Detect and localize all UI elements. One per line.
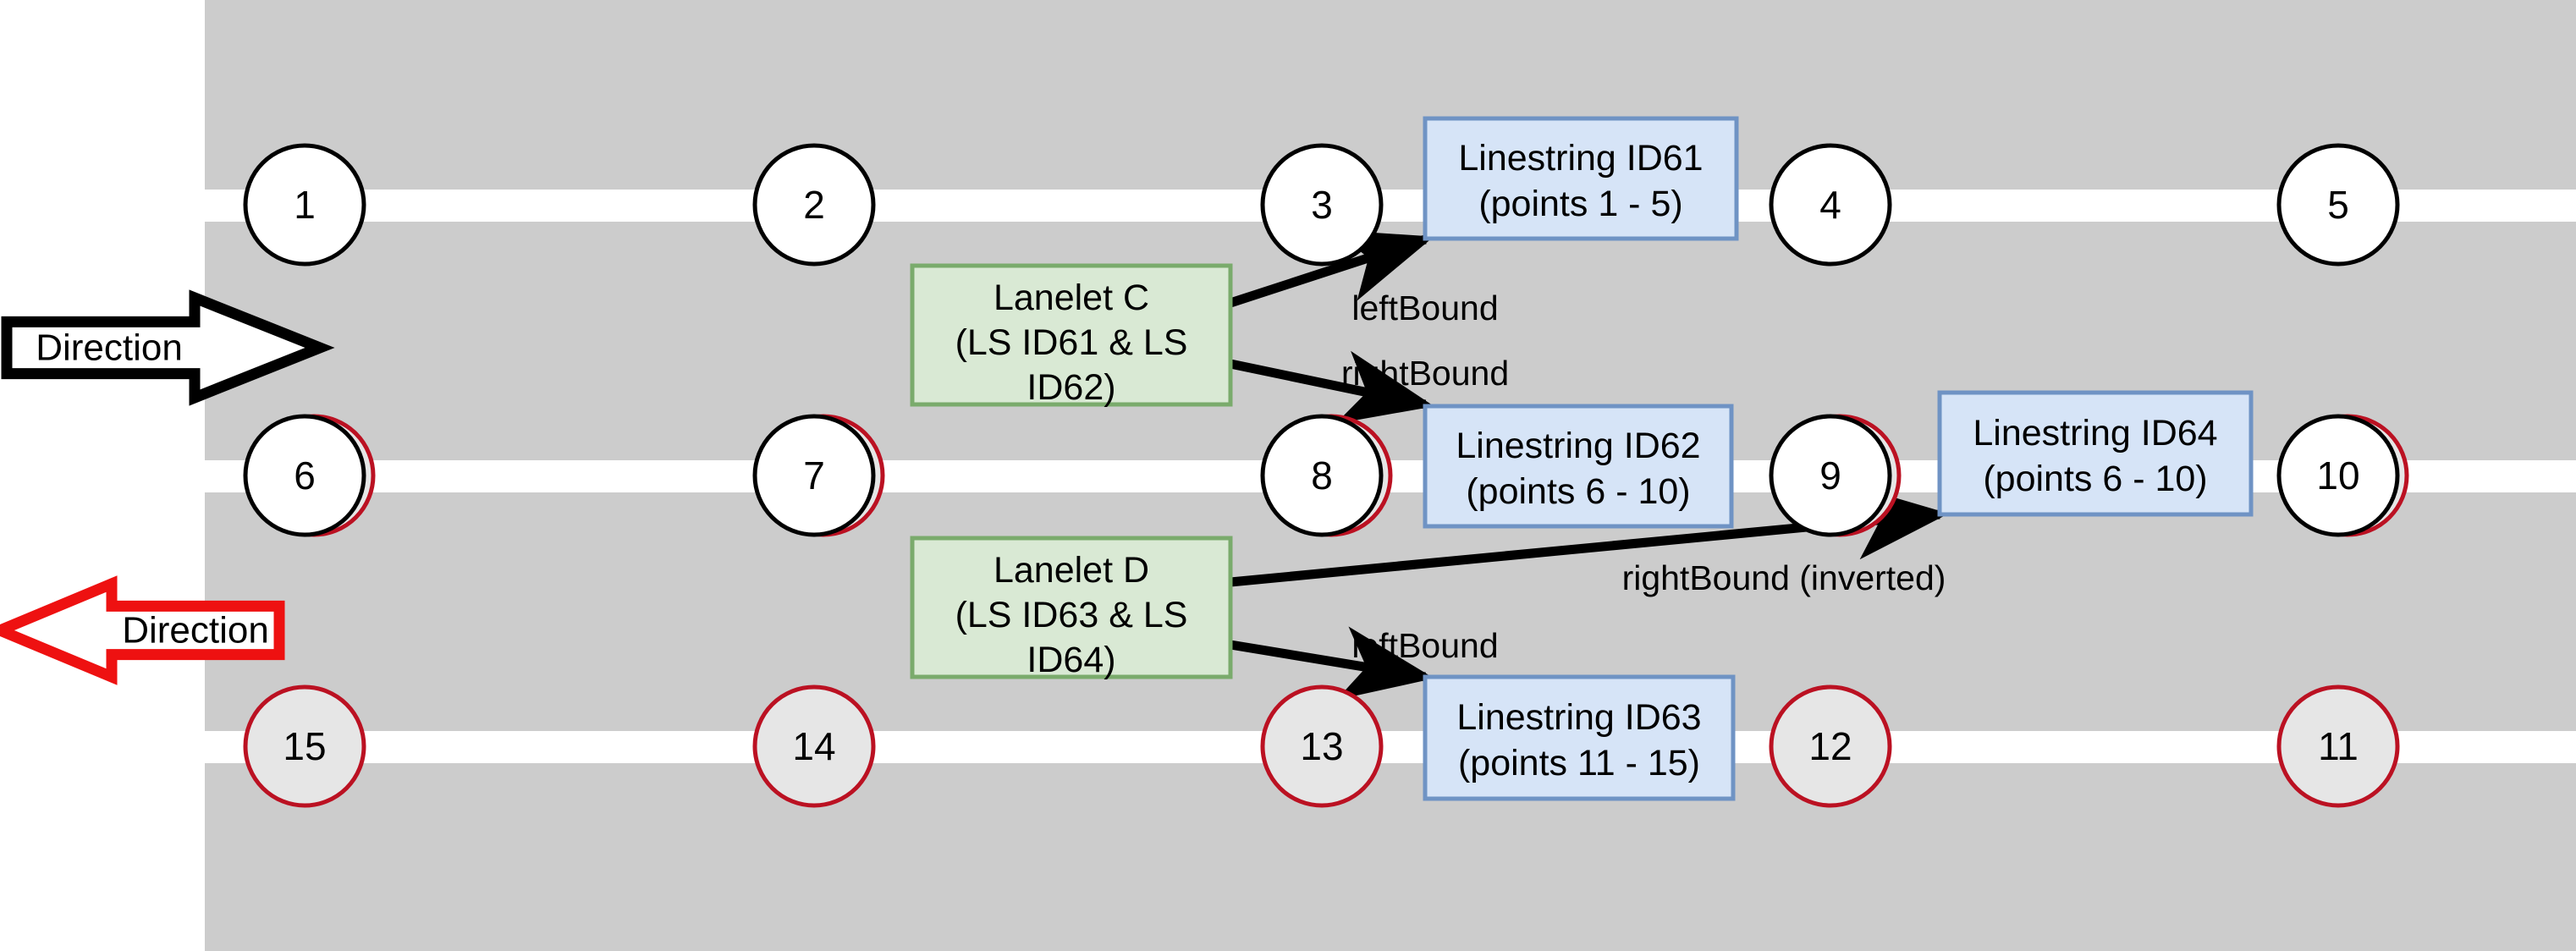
lanelet-box-d-line2: (LS ID63 & LS — [955, 595, 1188, 635]
node-circle-red — [243, 684, 366, 808]
lanelet-box-d-line1: Lanelet D — [994, 550, 1149, 591]
node-10: 10 — [2276, 414, 2409, 537]
lanelet-box-c-line2: (LS ID61 & LS — [955, 322, 1188, 363]
linestring-box-id64: Linestring ID64 (points 6 - 10) — [1937, 390, 2254, 517]
node-label: 5 — [2327, 183, 2349, 227]
node-label: 14 — [792, 724, 835, 768]
node-circle-black — [1769, 414, 1892, 537]
direction-arrow-forward-shape — [1, 289, 335, 406]
edge-lanelet-c-leftbound — [1229, 229, 1434, 308]
node-15: 15 — [243, 684, 366, 808]
edge-lanelet-d-rightbound-inverted-label: rightBound (inverted) — [1622, 558, 1946, 597]
node-circle-black — [1260, 414, 1384, 537]
node-6: 6 — [243, 414, 376, 537]
node-4: 4 — [1769, 143, 1892, 267]
linestring-box-id63-subtitle: (points 11 - 15) — [1458, 743, 1700, 783]
lanelet-box-c-line3: ID62) — [1027, 367, 1115, 408]
node-circle-red — [752, 684, 876, 808]
node-label: 6 — [294, 454, 316, 497]
edge-lanelet-c-rightbound — [1229, 350, 1434, 424]
node-label: 11 — [2318, 724, 2359, 768]
linestring-box-id61: Linestring ID61 (points 1 - 5) — [1423, 116, 1739, 241]
linestring-box-id62: Linestring ID62 (points 6 - 10) — [1423, 404, 1734, 529]
lanelet-box-c-rect — [910, 263, 1233, 407]
node-circle-black — [243, 143, 366, 267]
linestring-box-id61-title: Linestring ID61 — [1458, 138, 1703, 179]
linestring-box-id62-rect — [1423, 404, 1734, 529]
lanelet-box-d-rect — [910, 536, 1233, 679]
node-14: 14 — [752, 684, 876, 808]
node-circle-black — [752, 143, 876, 267]
edge-lanelet-d-leftbound-label: leftBound — [1351, 626, 1498, 665]
linestring-box-id64-rect — [1937, 390, 2254, 517]
node-2: 2 — [752, 143, 876, 267]
lane-stripe-bottom — [205, 731, 2576, 763]
linestring-box-id62-subtitle: (points 6 - 10) — [1466, 471, 1690, 512]
node-label: 8 — [1311, 454, 1333, 497]
lanelet-box-d: Lanelet D(LS ID63 & LS ID64) — [910, 536, 1233, 680]
linestring-box-id63-rect — [1423, 674, 1736, 801]
edge-lanelet-c-leftbound-label: leftBound — [1351, 289, 1498, 327]
node-label: 2 — [803, 183, 825, 227]
node-3: 3 — [1260, 143, 1384, 267]
linestring-box-id61-rect — [1423, 116, 1739, 241]
direction-arrow-forward: Direction — [1, 289, 335, 406]
node-label: 13 — [1300, 724, 1343, 768]
edge-lanelet-d-leftbound — [1230, 626, 1434, 701]
node-12: 12 — [1769, 684, 1892, 808]
node-label: 3 — [1311, 183, 1333, 227]
linestring-box-id61-subtitle: (points 1 - 5) — [1478, 184, 1682, 224]
lanelet-box-c-line1: Lanelet C — [994, 278, 1149, 318]
node-circle-black — [1260, 143, 1384, 267]
node-circle-black — [2276, 414, 2400, 537]
node-label: 12 — [1808, 724, 1852, 768]
node-label: 9 — [1819, 454, 1841, 497]
node-circle-black — [1769, 143, 1892, 267]
node-circle-black — [2276, 143, 2400, 267]
linestring-box-id64-subtitle: (points 6 - 10) — [1983, 459, 2207, 499]
node-circle-red — [2276, 684, 2400, 808]
linestring-box-id63-title: Linestring ID63 — [1456, 697, 1701, 738]
entity-boxes: Linestring ID61(points 1 - 5)Linestring … — [910, 116, 2254, 801]
edge-lanelet-c-rightbound-label: rightBound — [1341, 354, 1509, 393]
linestring-box-id62-title: Linestring ID62 — [1456, 426, 1700, 466]
node-9: 9 — [1769, 414, 1902, 537]
node-circle-black — [243, 414, 366, 537]
lane-stripe-top — [205, 190, 2576, 222]
node-label: 10 — [2316, 454, 2359, 497]
node-label: 7 — [803, 454, 825, 497]
node-circle-black — [752, 414, 876, 537]
linestring-box-id63: Linestring ID63 (points 11 - 15) — [1423, 674, 1736, 801]
node-1: 1 — [243, 143, 366, 267]
node-11: 11 — [2276, 684, 2400, 808]
node-13: 13 — [1260, 684, 1384, 808]
direction-arrow-backward-label: Direction — [122, 610, 269, 651]
node-label: 4 — [1819, 183, 1841, 227]
node-circle-red — [1769, 684, 1892, 808]
node-7: 7 — [752, 414, 885, 537]
edge-arrow-labels: leftBound rightBound rightBound (inverted)… — [1341, 289, 1946, 665]
linestring-box-id64-title: Linestring ID64 — [1973, 413, 2217, 454]
direction-arrow-backward-shape — [0, 575, 285, 685]
node-8: 8 — [1260, 414, 1393, 537]
node-5: 5 — [2276, 143, 2400, 267]
direction-arrow-backward: Direction — [0, 575, 285, 685]
node-label: 1 — [294, 183, 316, 227]
node-circle-red — [1260, 684, 1384, 808]
lanelet-box-d-line3: ID64) — [1027, 640, 1115, 680]
direction-arrow-forward-label: Direction — [36, 327, 183, 369]
node-label: 15 — [283, 724, 326, 768]
